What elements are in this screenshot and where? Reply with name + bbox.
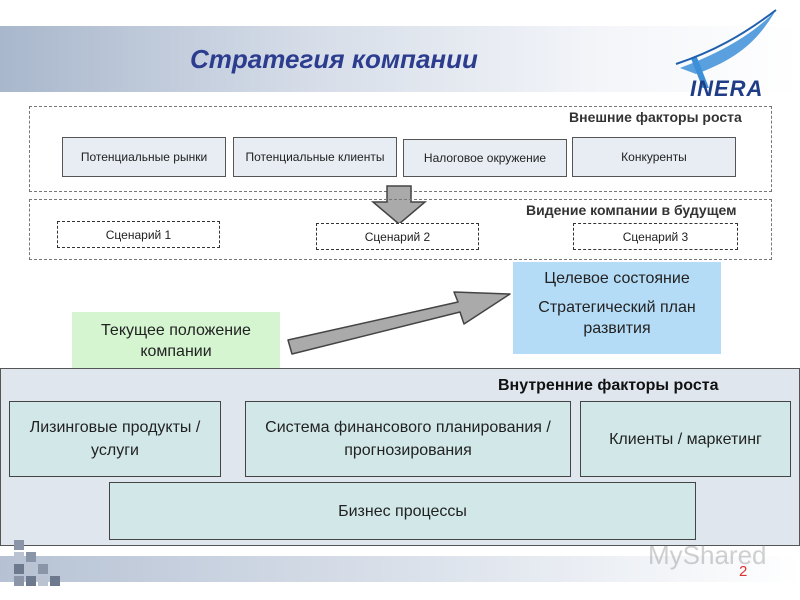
target-state-subtitle: Стратегический план развития <box>538 299 696 337</box>
internal-business-processes: Бизнес процессы <box>109 482 696 540</box>
internal-leasing-products: Лизинговые продукты / услуги <box>9 401 221 477</box>
factor-potential-markets: Потенциальные рынки <box>62 137 226 177</box>
footer-band <box>0 556 800 582</box>
scenario-1: Сценарий 1 <box>57 221 220 248</box>
vision-frame <box>29 199 772 260</box>
vision-label: Видение компании в будущем <box>526 202 737 218</box>
internal-financial-planning: Система финансового планирования / прогн… <box>245 401 571 477</box>
logo-text: INERA <box>690 76 764 101</box>
scenario-2: Сценарий 2 <box>316 223 479 250</box>
page-title: Стратегия компании <box>190 44 478 74</box>
title-band <box>0 26 800 92</box>
internal-factors-label: Внутренние факторы роста <box>498 377 719 394</box>
factor-potential-clients: Потенциальные клиенты <box>233 137 397 177</box>
watermark: MyShared <box>648 540 767 570</box>
page-number: 2 <box>739 563 748 580</box>
down-arrow-icon <box>370 185 428 225</box>
factor-tax-environment: Налоговое окружение <box>403 139 567 177</box>
internal-clients-marketing: Клиенты / маркетинг <box>580 401 791 477</box>
scenario-3: Сценарий 3 <box>573 223 738 250</box>
target-state-title: Целевое состояние <box>544 270 690 287</box>
footer-squares-icon <box>14 540 70 590</box>
external-factors-label: Внешние факторы роста <box>569 109 742 125</box>
inera-logo-icon <box>675 9 777 88</box>
target-state-box: Целевое состояние Стратегический план ра… <box>513 262 721 354</box>
current-state-box: Текущее положение компании <box>72 312 280 370</box>
factor-competitors: Конкуренты <box>572 137 736 177</box>
transition-arrow-icon <box>287 291 511 355</box>
